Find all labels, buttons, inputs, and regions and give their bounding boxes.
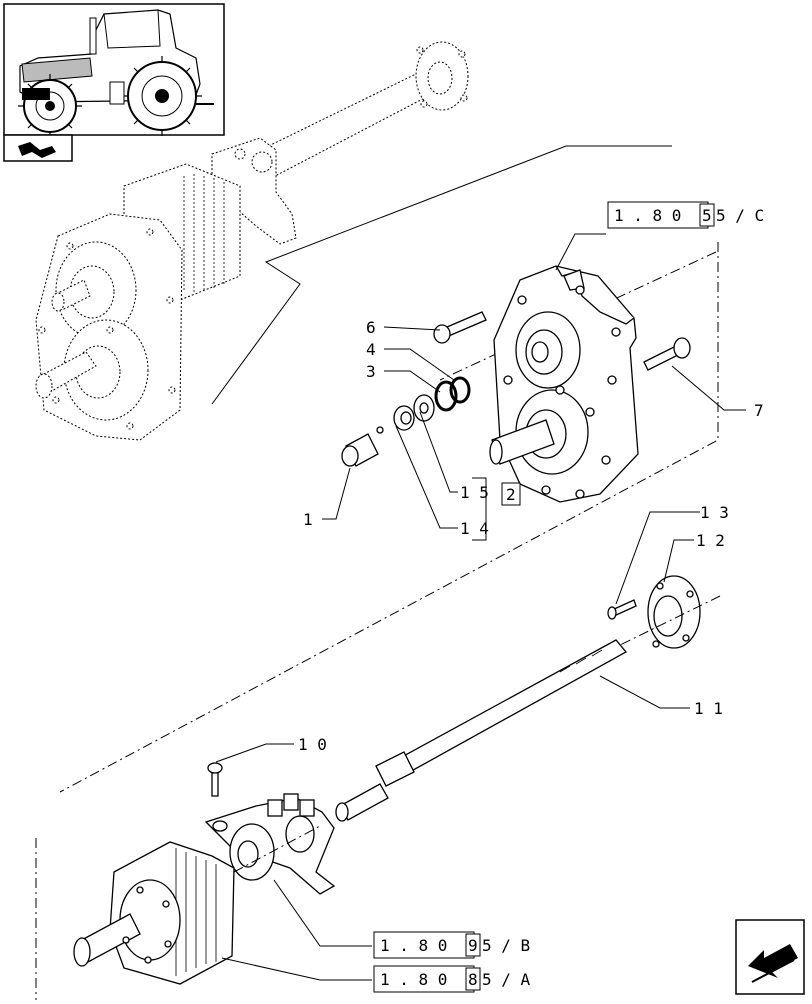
leader-lines: [215, 233, 746, 981]
svg-text:9: 9: [468, 936, 478, 955]
gearbox-housing: [489, 265, 639, 503]
callout-1: 1: [303, 510, 313, 529]
part-6-bolt: [433, 311, 487, 344]
part-3-ring: [434, 380, 458, 412]
part-7-bolt: [643, 337, 691, 371]
part-11-shaft: [335, 639, 628, 822]
callout-12: 1 2: [696, 531, 725, 550]
clutch-pack: [73, 841, 235, 985]
callout-7: 7: [754, 401, 764, 420]
background-assembly-outline: [35, 41, 469, 441]
reference-1809-5-b[interactable]: 1 . 8 0 9 5 / B: [373, 931, 530, 959]
svg-text:1 . 8 0: 1 . 8 0: [380, 936, 447, 955]
callout-10: 1 0: [298, 735, 327, 754]
part-1-cap: [341, 433, 379, 467]
upper-group-boundary: [59, 242, 719, 793]
callout-6: 6: [366, 318, 376, 337]
page-back-icon[interactable]: [3, 134, 73, 162]
callout-11: 1 1: [694, 699, 723, 718]
reference-1808-5-a[interactable]: 1 . 8 0 8 5 / A: [373, 965, 531, 993]
svg-text:5 / B: 5 / B: [482, 936, 530, 955]
part-13-bolt: [607, 599, 637, 620]
svg-text:8: 8: [468, 970, 478, 989]
part-12-flange: [647, 575, 701, 649]
callout-3: 3: [366, 362, 376, 381]
callout-13: 1 3: [700, 503, 729, 522]
svg-text:5 / C: 5 / C: [716, 206, 764, 225]
part-15-washer: [413, 394, 435, 422]
callout-15: 1 5: [460, 483, 489, 502]
part-4-ring: [449, 376, 471, 404]
callout-4: 4: [366, 340, 376, 359]
svg-text:5 / A: 5 / A: [482, 970, 531, 989]
support-bracket: [204, 793, 336, 895]
svg-text:1 . 8 0: 1 . 8 0: [380, 970, 447, 989]
detail-break-line: [211, 145, 672, 405]
tractor-thumbnail-icon[interactable]: [3, 3, 225, 138]
part-10-bolt: [207, 762, 223, 797]
part-14-seal: [376, 405, 415, 434]
callout-ref-2: 2: [506, 485, 516, 504]
previous-page-arrow-icon[interactable]: [735, 919, 805, 995]
svg-text:5: 5: [702, 206, 712, 225]
reference-1805-5-c[interactable]: 1 . 8 0 5 5 / C: [607, 201, 764, 229]
svg-text:1 . 8 0: 1 . 8 0: [614, 206, 681, 225]
callout-14: 1 4: [460, 519, 489, 538]
